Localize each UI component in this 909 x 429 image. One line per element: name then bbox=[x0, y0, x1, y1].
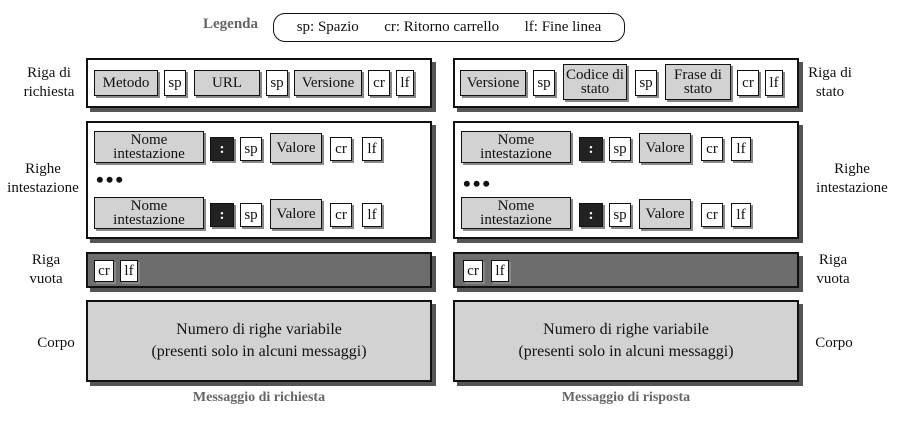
label-status-line: Riga di stato bbox=[808, 65, 852, 100]
response-blank-line-section: cr lf bbox=[453, 252, 799, 288]
legend-title: Legenda bbox=[203, 16, 259, 32]
lf-field: lf bbox=[396, 70, 414, 96]
value-field: Valore bbox=[270, 199, 322, 229]
body-text-line2: (presenti solo in alcuni messaggi) bbox=[518, 343, 734, 360]
sp-field: sp bbox=[240, 203, 262, 227]
value-field: Valore bbox=[639, 133, 691, 163]
caption-request: Messaggio di richiesta bbox=[192, 390, 326, 405]
ellipsis: ••• bbox=[463, 171, 493, 196]
caption-response: Messaggio di risposta bbox=[561, 390, 691, 405]
lf-field: lf bbox=[362, 137, 382, 161]
url-field: URL bbox=[194, 70, 260, 96]
legend-item-sp: sp: Spazio bbox=[296, 19, 359, 35]
header-name-field: Nome intestazione bbox=[461, 131, 571, 163]
sp-field: sp bbox=[609, 203, 631, 227]
value-field: Valore bbox=[270, 133, 322, 163]
sp-field: sp bbox=[266, 70, 288, 96]
label-body-left: Corpo bbox=[37, 335, 75, 351]
legend-box: sp: Spazio cr: Ritorno carrello lf: Fine… bbox=[273, 13, 625, 42]
ellipsis: ••• bbox=[96, 167, 126, 192]
cr-field: cr bbox=[737, 70, 759, 96]
response-body-section: Numero di righe variabile (presenti solo… bbox=[453, 300, 799, 382]
sp-field: sp bbox=[240, 137, 262, 161]
colon-field: : bbox=[579, 203, 603, 227]
request-line-section: Metodo sp URL sp Versione cr lf bbox=[86, 58, 432, 108]
cr-field: cr bbox=[330, 203, 352, 227]
legend-item-cr: cr: Ritorno carrello bbox=[384, 19, 500, 35]
body-text-line1: Numero di righe variabile bbox=[543, 321, 709, 338]
lf-field: lf bbox=[731, 137, 751, 161]
cr-field: cr bbox=[701, 203, 723, 227]
lf-field: lf bbox=[491, 260, 509, 282]
request-blank-line-section: cr lf bbox=[86, 252, 432, 288]
label-headers-right: Righe intestazione bbox=[816, 161, 888, 196]
body-text-line2: (presenti solo in alcuni messaggi) bbox=[151, 343, 367, 360]
label-blank-left: Riga vuota bbox=[29, 252, 63, 287]
cr-field: cr bbox=[368, 70, 390, 96]
lf-field: lf bbox=[120, 260, 138, 282]
colon-field: : bbox=[579, 137, 603, 161]
label-body-right: Corpo bbox=[815, 335, 853, 351]
version-field: Versione bbox=[460, 70, 526, 96]
colon-field: : bbox=[210, 203, 234, 227]
label-blank-right: Riga vuota bbox=[816, 252, 850, 287]
cr-field: cr bbox=[463, 260, 483, 282]
status-phrase-field: Frase di stato bbox=[665, 64, 731, 100]
status-code-field: Codice di stato bbox=[563, 64, 627, 100]
cr-field: cr bbox=[94, 260, 114, 282]
legend-item-lf: lf: Fine linea bbox=[524, 19, 602, 35]
lf-field: lf bbox=[731, 203, 751, 227]
method-field: Metodo bbox=[94, 70, 158, 96]
status-line-section: Versione sp Codice di stato sp Frase di … bbox=[453, 58, 799, 108]
version-field: Versione bbox=[294, 70, 362, 96]
sp-field: sp bbox=[533, 70, 555, 96]
cr-field: cr bbox=[701, 137, 723, 161]
body-text-line1: Numero di righe variabile bbox=[176, 321, 342, 338]
lf-field: lf bbox=[765, 70, 783, 96]
label-headers-left: Righe intestazione bbox=[7, 161, 79, 196]
sp-field: sp bbox=[609, 137, 631, 161]
sp-field: sp bbox=[635, 70, 657, 96]
sp-field: sp bbox=[164, 70, 186, 96]
request-body-section: Numero di righe variabile (presenti solo… bbox=[86, 300, 432, 382]
request-headers-section: Nome intestazione : sp Valore cr lf ••• … bbox=[86, 121, 432, 239]
lf-field: lf bbox=[362, 203, 382, 227]
header-name-field: Nome intestazione bbox=[94, 197, 204, 229]
response-headers-section: Nome intestazione : sp Valore cr lf ••• … bbox=[453, 121, 799, 239]
cr-field: cr bbox=[330, 137, 352, 161]
header-name-field: Nome intestazione bbox=[461, 197, 571, 229]
header-name-field: Nome intestazione bbox=[94, 131, 204, 163]
colon-field: : bbox=[210, 137, 234, 161]
label-request-line: Riga di richiesta bbox=[23, 65, 75, 100]
value-field: Valore bbox=[639, 199, 691, 229]
